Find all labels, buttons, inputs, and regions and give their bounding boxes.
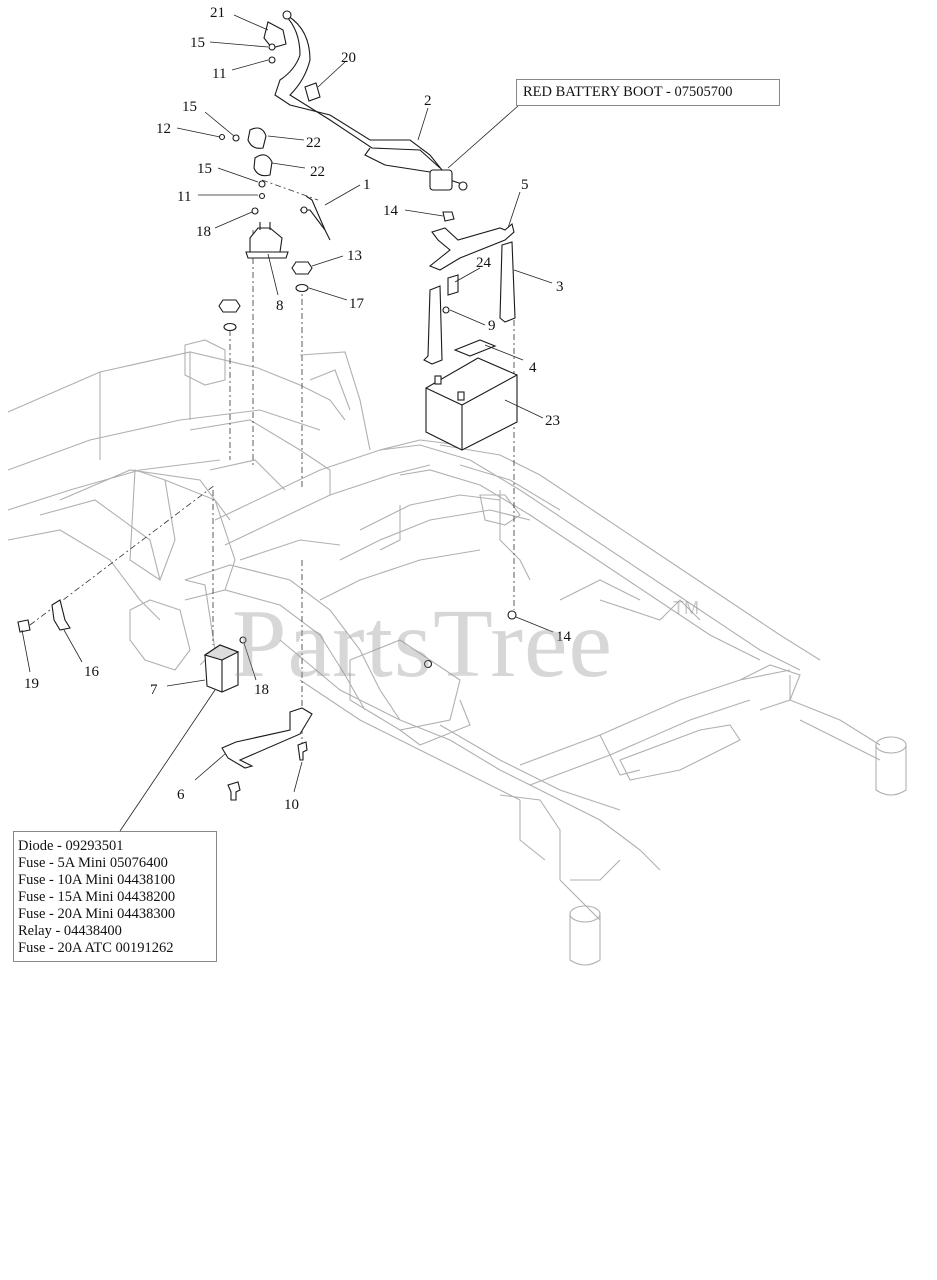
callout-numbers: 21 15 11 20 2 15 12 22 15 22 11 1 18 8 1… — [24, 5, 572, 813]
legend-line: Fuse - 5A Mini 05076400 — [18, 855, 168, 871]
callout-8: 8 — [276, 298, 284, 314]
solenoid — [245, 207, 289, 259]
callout-16: 16 — [84, 664, 100, 680]
relay-fuse-block — [203, 636, 247, 693]
nuts-and-washers — [218, 211, 517, 669]
callout-18b: 18 — [254, 682, 269, 698]
callout-2: 2 — [424, 93, 432, 109]
callout-20: 20 — [341, 50, 356, 66]
callout-4: 4 — [529, 360, 537, 376]
relay-bracket — [221, 707, 313, 769]
legend-line: Diode - 09293501 — [18, 838, 124, 854]
trademark-mark: TM — [673, 598, 699, 618]
leader-lines — [21, 14, 554, 832]
callout-13: 13 — [347, 248, 362, 264]
legend-line: Fuse - 20A ATC 00191262 — [18, 940, 174, 956]
callout-11b: 11 — [177, 189, 191, 205]
callout-15: 15 — [190, 35, 205, 51]
terminal-boots — [218, 21, 287, 200]
red-battery-boot-label: RED BATTERY BOOT - 07505700 — [516, 79, 780, 106]
callout-1: 1 — [363, 177, 371, 193]
callout-3: 3 — [556, 279, 564, 295]
legend-line: Fuse - 10A Mini 04438100 — [18, 872, 176, 888]
mower-frame — [7, 339, 907, 966]
callout-22b: 22 — [310, 164, 325, 180]
legend-line: Relay - 04438400 — [18, 923, 122, 939]
callout-23: 23 — [545, 413, 560, 429]
callout-6: 6 — [177, 787, 185, 803]
legend-line: Fuse - 20A Mini 04438300 — [18, 906, 176, 922]
callout-10: 10 — [284, 797, 299, 813]
callout-11: 11 — [212, 66, 226, 82]
callout-15c: 15 — [197, 161, 212, 177]
callout-9: 9 — [488, 318, 496, 334]
callout-7: 7 — [150, 682, 158, 698]
callout-17: 17 — [349, 296, 365, 312]
callout-18: 18 — [196, 224, 211, 240]
small-bolts — [227, 741, 308, 801]
callout-14b: 14 — [556, 629, 572, 645]
callout-22: 22 — [306, 135, 321, 151]
callout-5: 5 — [521, 177, 529, 193]
battery-pad — [453, 339, 497, 357]
callout-12: 12 — [156, 121, 171, 137]
battery-bracket-top — [428, 223, 515, 296]
wiring-harness — [274, 10, 468, 191]
callout-24: 24 — [476, 255, 492, 271]
legend-line: Fuse - 15A Mini 04438200 — [18, 889, 176, 905]
cable-clamp — [17, 599, 71, 633]
battery-straps — [423, 241, 516, 365]
callout-21: 21 — [210, 5, 225, 21]
electrical-components-legend: Diode - 09293501 Fuse - 5A Mini 05076400… — [13, 831, 217, 962]
battery-cable-1 — [300, 195, 331, 241]
callout-15b: 15 — [182, 99, 197, 115]
watermark: PartsTree — [232, 590, 614, 698]
callout-19: 19 — [24, 676, 39, 692]
callout-14: 14 — [383, 203, 399, 219]
battery — [425, 357, 518, 451]
